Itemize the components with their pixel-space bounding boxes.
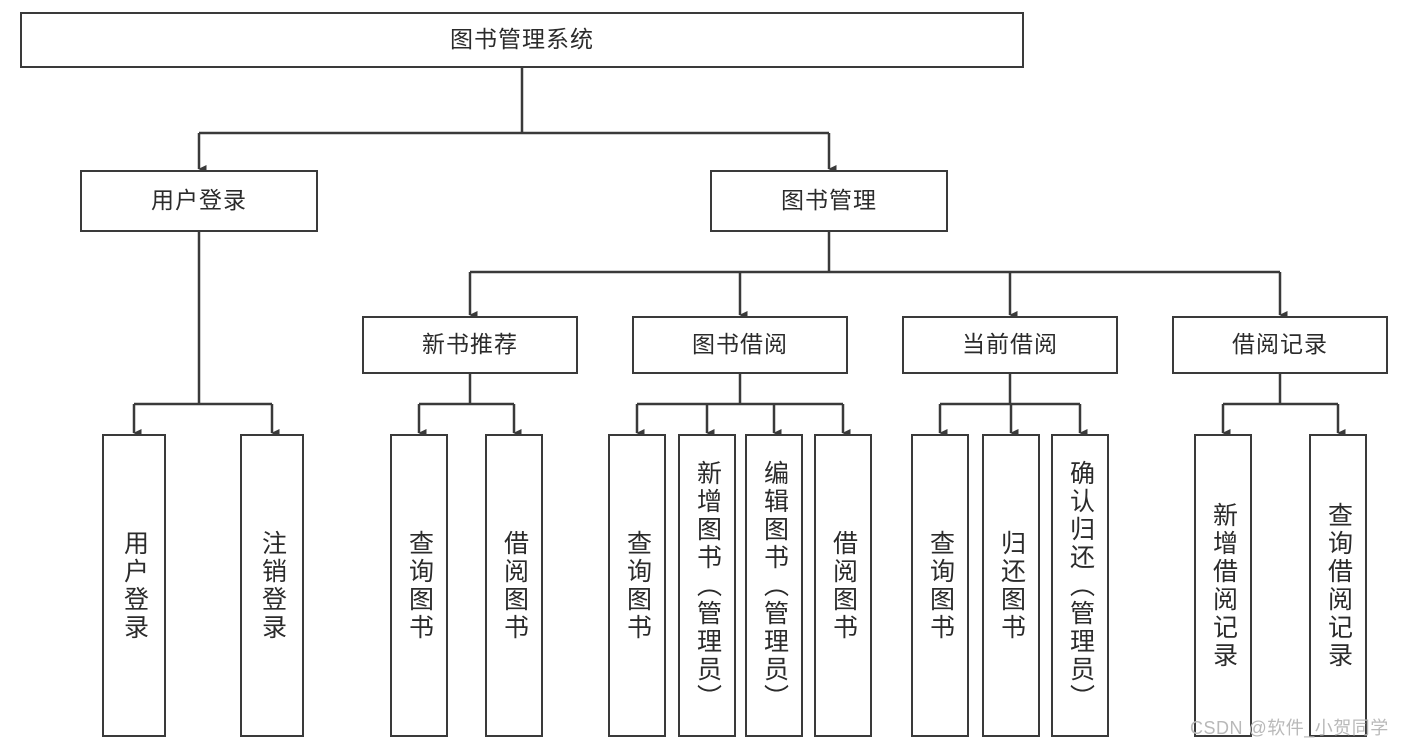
node-label: 借阅图书	[500, 529, 529, 642]
node-label: 用户登录	[151, 187, 247, 214]
node-label: 用户登录	[120, 529, 149, 642]
node-label: 注销登录	[258, 529, 287, 642]
node-label: 新增图书（管理员）	[693, 459, 722, 712]
node-label: 图书借阅	[692, 331, 788, 358]
node-leaf-query-book-current[interactable]: 查询图书	[911, 434, 969, 737]
node-label: 查询图书	[405, 529, 434, 642]
node-label: 确认归还（管理员）	[1066, 459, 1095, 712]
node-user-login[interactable]: 用户登录	[80, 170, 318, 232]
node-label: 借阅图书	[829, 529, 858, 642]
node-leaf-add-borrow-record[interactable]: 新增借阅记录	[1194, 434, 1252, 737]
connector-group	[132, 68, 1346, 438]
node-label: 归还图书	[997, 529, 1026, 642]
node-leaf-query-borrow-record[interactable]: 查询借阅记录	[1309, 434, 1367, 737]
node-leaf-add-book-admin[interactable]: 新增图书（管理员）	[678, 434, 736, 737]
watermark: CSDN @软件_小贺同学	[1190, 718, 1389, 738]
node-leaf-borrow-book[interactable]: 借阅图书	[814, 434, 872, 737]
node-leaf-edit-book-admin[interactable]: 编辑图书（管理员）	[745, 434, 803, 737]
node-label: 新增借阅记录	[1209, 501, 1238, 670]
node-root[interactable]: 图书管理系统	[20, 12, 1024, 68]
node-label: 查询图书	[926, 529, 955, 642]
node-label: 编辑图书（管理员）	[760, 459, 789, 712]
node-label: 查询借阅记录	[1324, 501, 1353, 670]
node-book-management[interactable]: 图书管理	[710, 170, 948, 232]
node-leaf-return-book[interactable]: 归还图书	[982, 434, 1040, 737]
node-leaf-query-book-borrow[interactable]: 查询图书	[608, 434, 666, 737]
node-label: 查询图书	[623, 529, 652, 642]
node-leaf-query-book-recommend[interactable]: 查询图书	[390, 434, 448, 737]
node-borrow-record[interactable]: 借阅记录	[1172, 316, 1388, 374]
node-leaf-logout[interactable]: 注销登录	[240, 434, 304, 737]
node-current-borrow[interactable]: 当前借阅	[902, 316, 1118, 374]
node-label: 图书管理系统	[450, 26, 594, 53]
node-label: 当前借阅	[962, 331, 1058, 358]
node-label: 图书管理	[781, 187, 877, 214]
node-leaf-confirm-return-admin[interactable]: 确认归还（管理员）	[1051, 434, 1109, 737]
node-leaf-borrow-book-recommend[interactable]: 借阅图书	[485, 434, 543, 737]
node-label: 借阅记录	[1232, 331, 1328, 358]
node-label: 新书推荐	[422, 331, 518, 358]
node-leaf-user-login[interactable]: 用户登录	[102, 434, 166, 737]
node-book-borrow[interactable]: 图书借阅	[632, 316, 848, 374]
node-new-book-recommend[interactable]: 新书推荐	[362, 316, 578, 374]
